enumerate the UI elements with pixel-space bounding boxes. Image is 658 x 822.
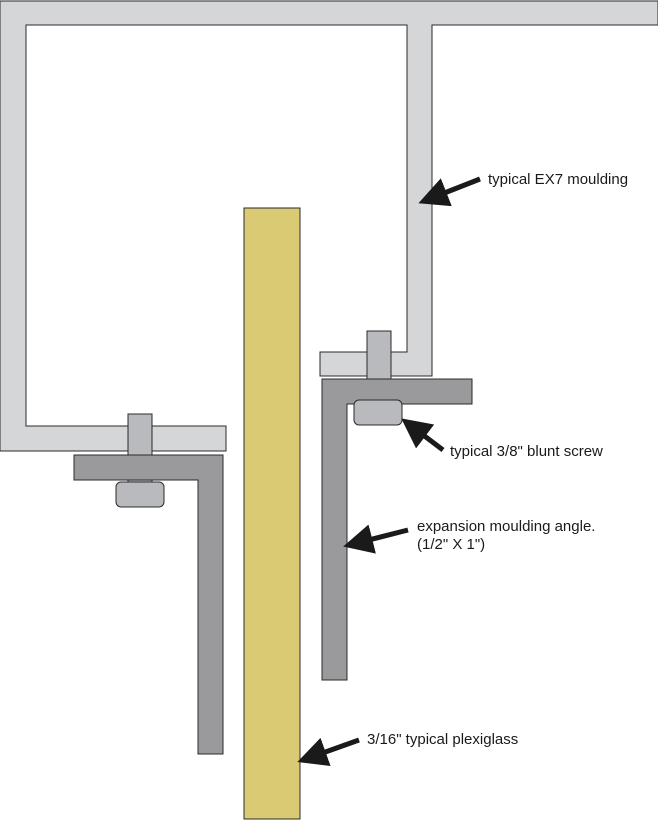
moulding-label: typical EX7 moulding (488, 171, 628, 188)
plexiglass-panel (243, 207, 301, 820)
moulding-arrow (418, 176, 481, 207)
right-expansion-angle (321, 378, 473, 681)
screw-label: typical 3/8" blunt screw (450, 443, 603, 460)
left-expansion-angle (73, 454, 224, 755)
screw-arrow (401, 418, 445, 452)
plexiglass-label: 3/16" typical plexiglass (367, 731, 518, 748)
right-screw-head (353, 399, 403, 426)
angle-arrow (343, 524, 409, 554)
left-screw-head (115, 481, 165, 508)
angle-label-line1: expansion moulding angle. (417, 518, 595, 535)
plexiglass-arrow (297, 737, 360, 767)
angle-label-line2: (1/2" X 1") (417, 536, 485, 553)
ex7-moulding-profile (0, 0, 658, 452)
